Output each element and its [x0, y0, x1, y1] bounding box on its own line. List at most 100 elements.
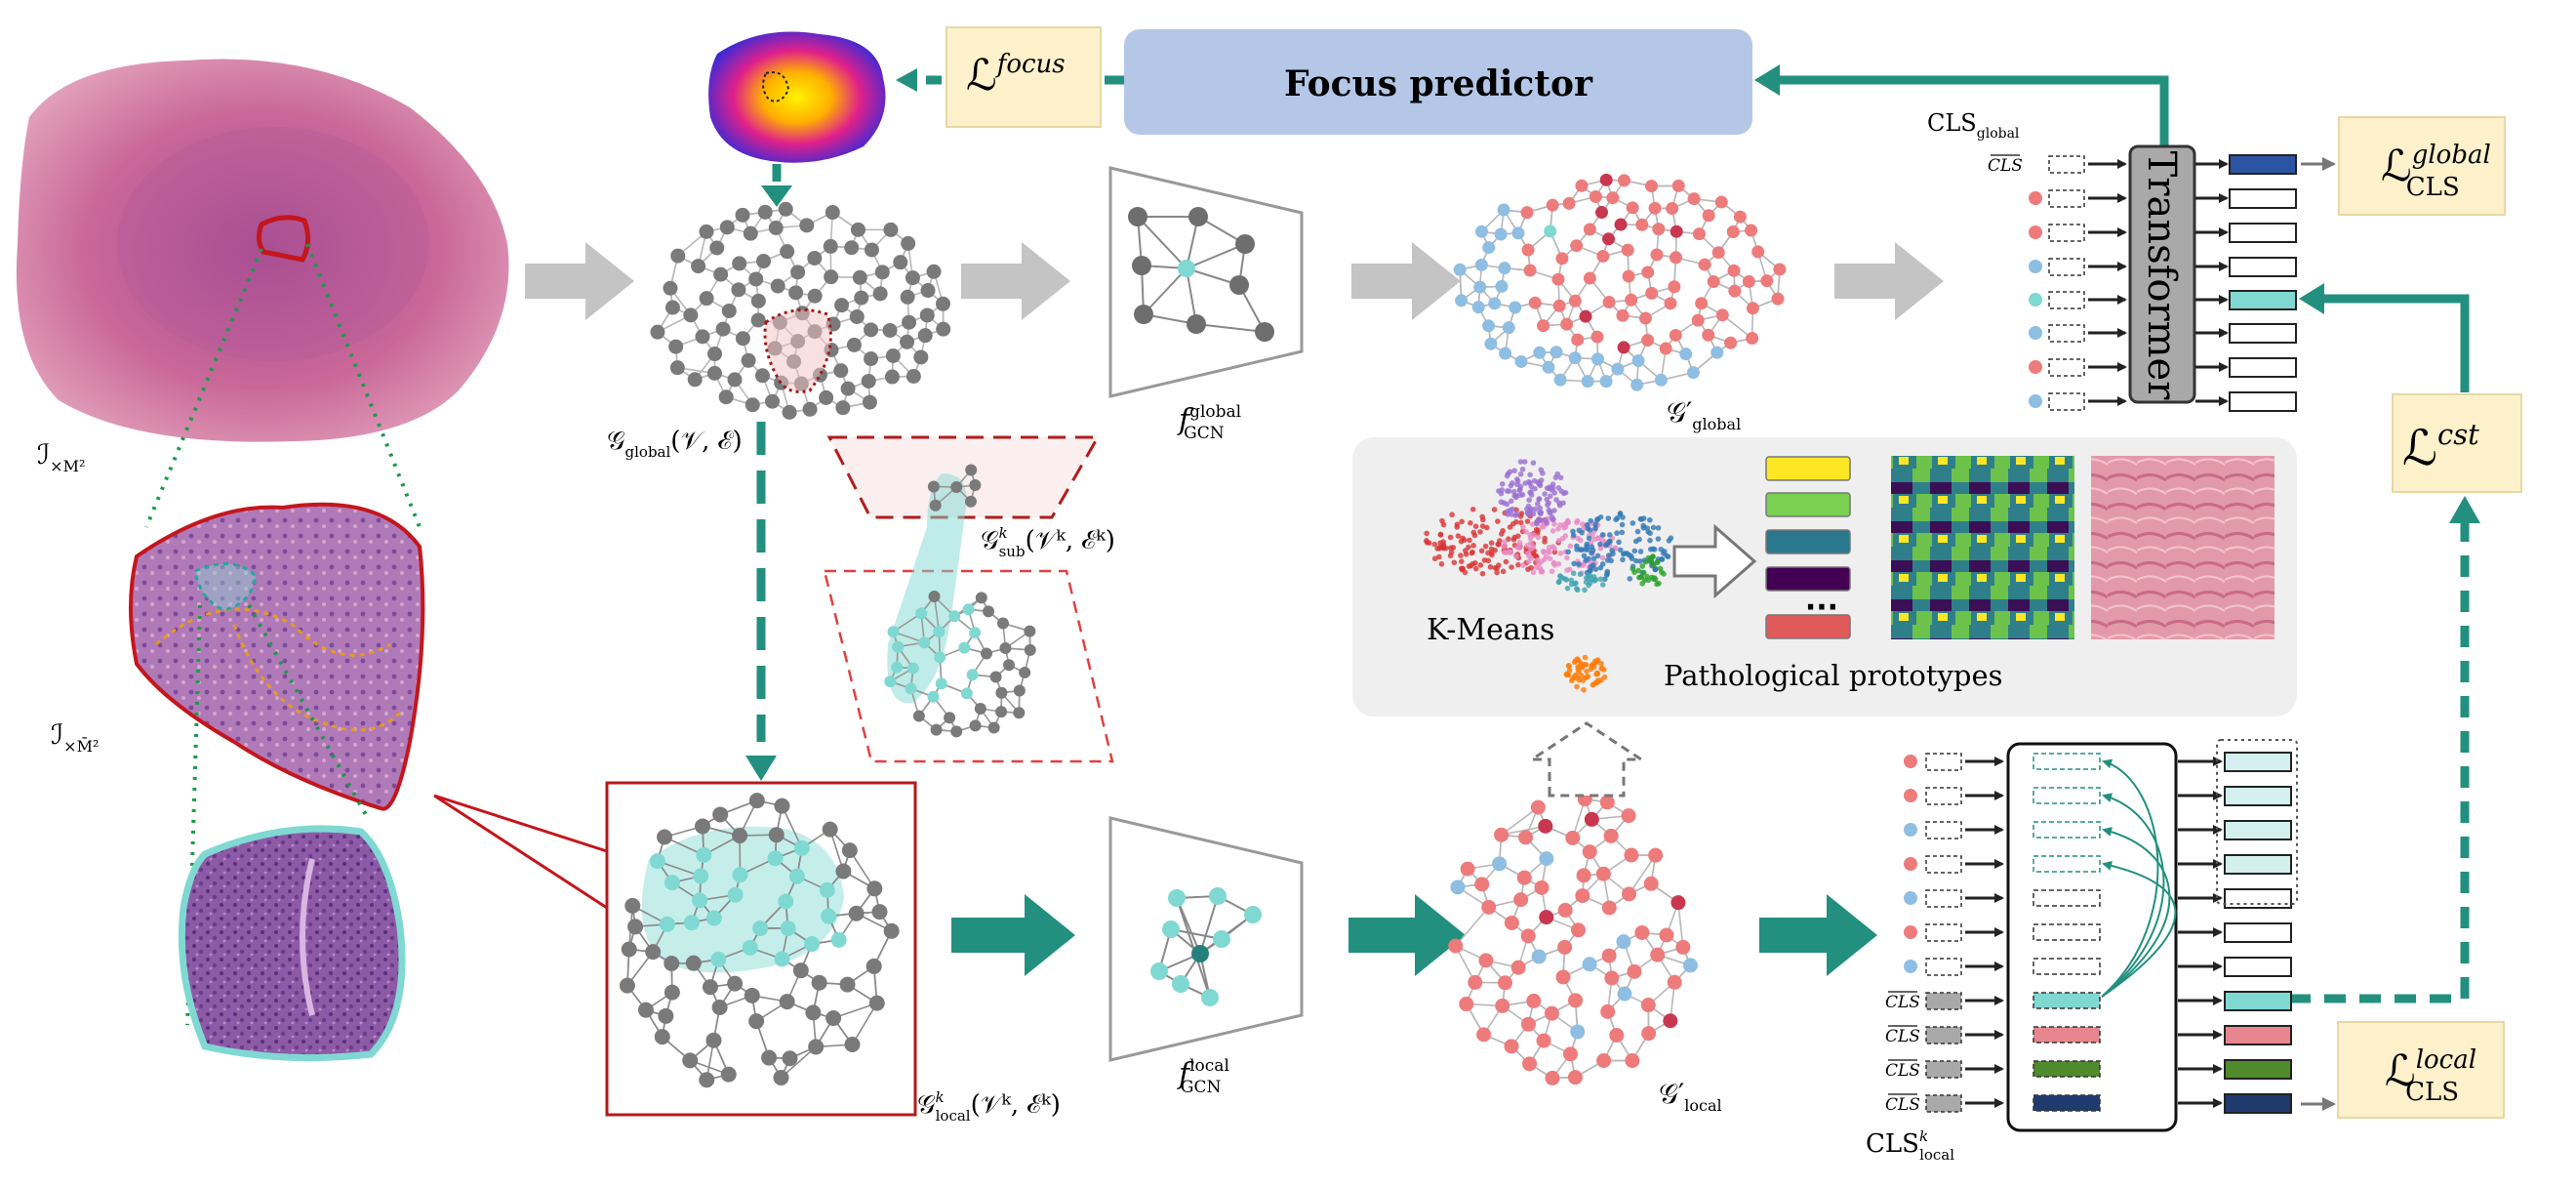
graph-node [1746, 302, 1759, 315]
graph-node [1516, 870, 1532, 885]
graph-node [948, 610, 961, 623]
kmeans-point [1630, 520, 1636, 526]
kmeans-point [1637, 549, 1644, 554]
gcn-node [1187, 314, 1206, 334]
graph-node [1670, 895, 1686, 911]
graph-node [1575, 179, 1589, 192]
graph-node [933, 626, 946, 638]
attention-arc [2101, 860, 2177, 998]
kmeans-point [1597, 576, 1604, 583]
kmeans-point [1469, 549, 1475, 555]
graph-node [1679, 348, 1693, 361]
kmeans-point [1614, 530, 1620, 536]
gcn-edge [1143, 267, 1187, 315]
svg-text:𝒢global(𝒱, ℰ): 𝒢global(𝒱, ℰ) [607, 427, 743, 461]
graph-node [1024, 625, 1036, 637]
cls-local-label-sub: local [1919, 1146, 1954, 1164]
kmeans-point [1498, 499, 1505, 506]
global-subgraph-region [763, 308, 832, 393]
token-dot [2029, 225, 2042, 239]
graph-node [744, 987, 760, 1003]
kmeans-point [1620, 514, 1626, 520]
kmeans-point [1499, 531, 1505, 537]
transformer-tokens: CLS [1988, 154, 2127, 411]
graph-node [1450, 880, 1466, 895]
kmeans-point [1550, 528, 1556, 534]
graph-node [699, 224, 714, 239]
graph-node [1664, 297, 1677, 310]
svg-text:ℒfocus: ℒfocus [966, 50, 1066, 101]
graph-node [682, 1052, 699, 1069]
graph-node [1545, 1070, 1560, 1085]
kmeans-point [1517, 519, 1524, 526]
graph-node [1654, 373, 1668, 387]
graph-node [950, 725, 963, 738]
graph-node [974, 702, 986, 715]
graph-node [1686, 366, 1700, 380]
g-sub-label-sup: k [999, 524, 1008, 542]
graph-node [920, 283, 936, 299]
graph-node [664, 300, 680, 315]
kmeans-point [1472, 565, 1479, 572]
kmeans-point [1526, 497, 1532, 504]
loss-global-label-base: ℒ [2381, 142, 2412, 191]
graph-node [732, 827, 748, 843]
graph-node [913, 349, 929, 365]
graph-node [1727, 264, 1741, 277]
graph-node [1492, 856, 1508, 872]
kmeans-point [1665, 553, 1671, 560]
kmeans-point [1454, 524, 1461, 530]
graph-node [1742, 274, 1755, 288]
graph-node [658, 1007, 674, 1024]
arrow-transformer-predictor [1776, 75, 2169, 148]
output-box [2224, 752, 2292, 772]
tissue-patch-mid [129, 502, 425, 811]
graph-node [804, 936, 821, 953]
graph-node [1641, 1026, 1657, 1042]
local-clustered-graph [1448, 792, 1698, 1085]
kmeans-point [1557, 474, 1564, 481]
kmeans-point [1534, 501, 1541, 507]
graph-node [915, 607, 928, 620]
orange-point [1574, 683, 1580, 690]
graph-node [965, 464, 978, 476]
gray-arrow-4 [1834, 242, 1944, 320]
loss-focus-label: ℒfocus [966, 50, 1066, 101]
graph-node [685, 955, 702, 971]
inner-token [2033, 821, 2101, 839]
graph-node [1526, 993, 1542, 1008]
g-global-label-args: (𝒱, ℰ) [670, 427, 742, 456]
graph-node [1714, 195, 1728, 209]
loss-cst-label: ℒcst [2402, 418, 2479, 476]
orange-point [1570, 675, 1576, 681]
graph-node [934, 651, 946, 664]
g-sub-label-sub: sub [999, 543, 1026, 560]
kmeans-point [1483, 524, 1490, 531]
kmeans-point [1566, 566, 1573, 573]
graph-node [871, 904, 888, 921]
kmeans-point [1574, 587, 1581, 594]
kmeans-point [1592, 525, 1598, 532]
kmeans-point [1589, 576, 1595, 583]
kmeans-point [1659, 569, 1665, 575]
output-box [2229, 257, 2297, 277]
graph-node [778, 893, 794, 910]
kmeans-point [1576, 527, 1583, 534]
kmeans-point [1500, 568, 1507, 575]
graph-node [1518, 830, 1534, 845]
kmeans-point [1459, 566, 1466, 573]
kmeans-point [1581, 553, 1588, 559]
graph-node [865, 958, 882, 974]
gcn-node [1201, 989, 1219, 1006]
kmeans-point [1601, 576, 1608, 583]
loss-focus-box: ℒfocus [946, 26, 1102, 128]
token-dot [1904, 857, 1917, 871]
arrow-local-cst [2289, 523, 2470, 1003]
graph-node [1773, 263, 1787, 276]
kmeans-point [1504, 501, 1510, 508]
kmeans-point [1468, 520, 1473, 526]
output-box [2229, 323, 2297, 344]
gcn-edge [1137, 216, 1187, 269]
graph-node [637, 1002, 654, 1018]
